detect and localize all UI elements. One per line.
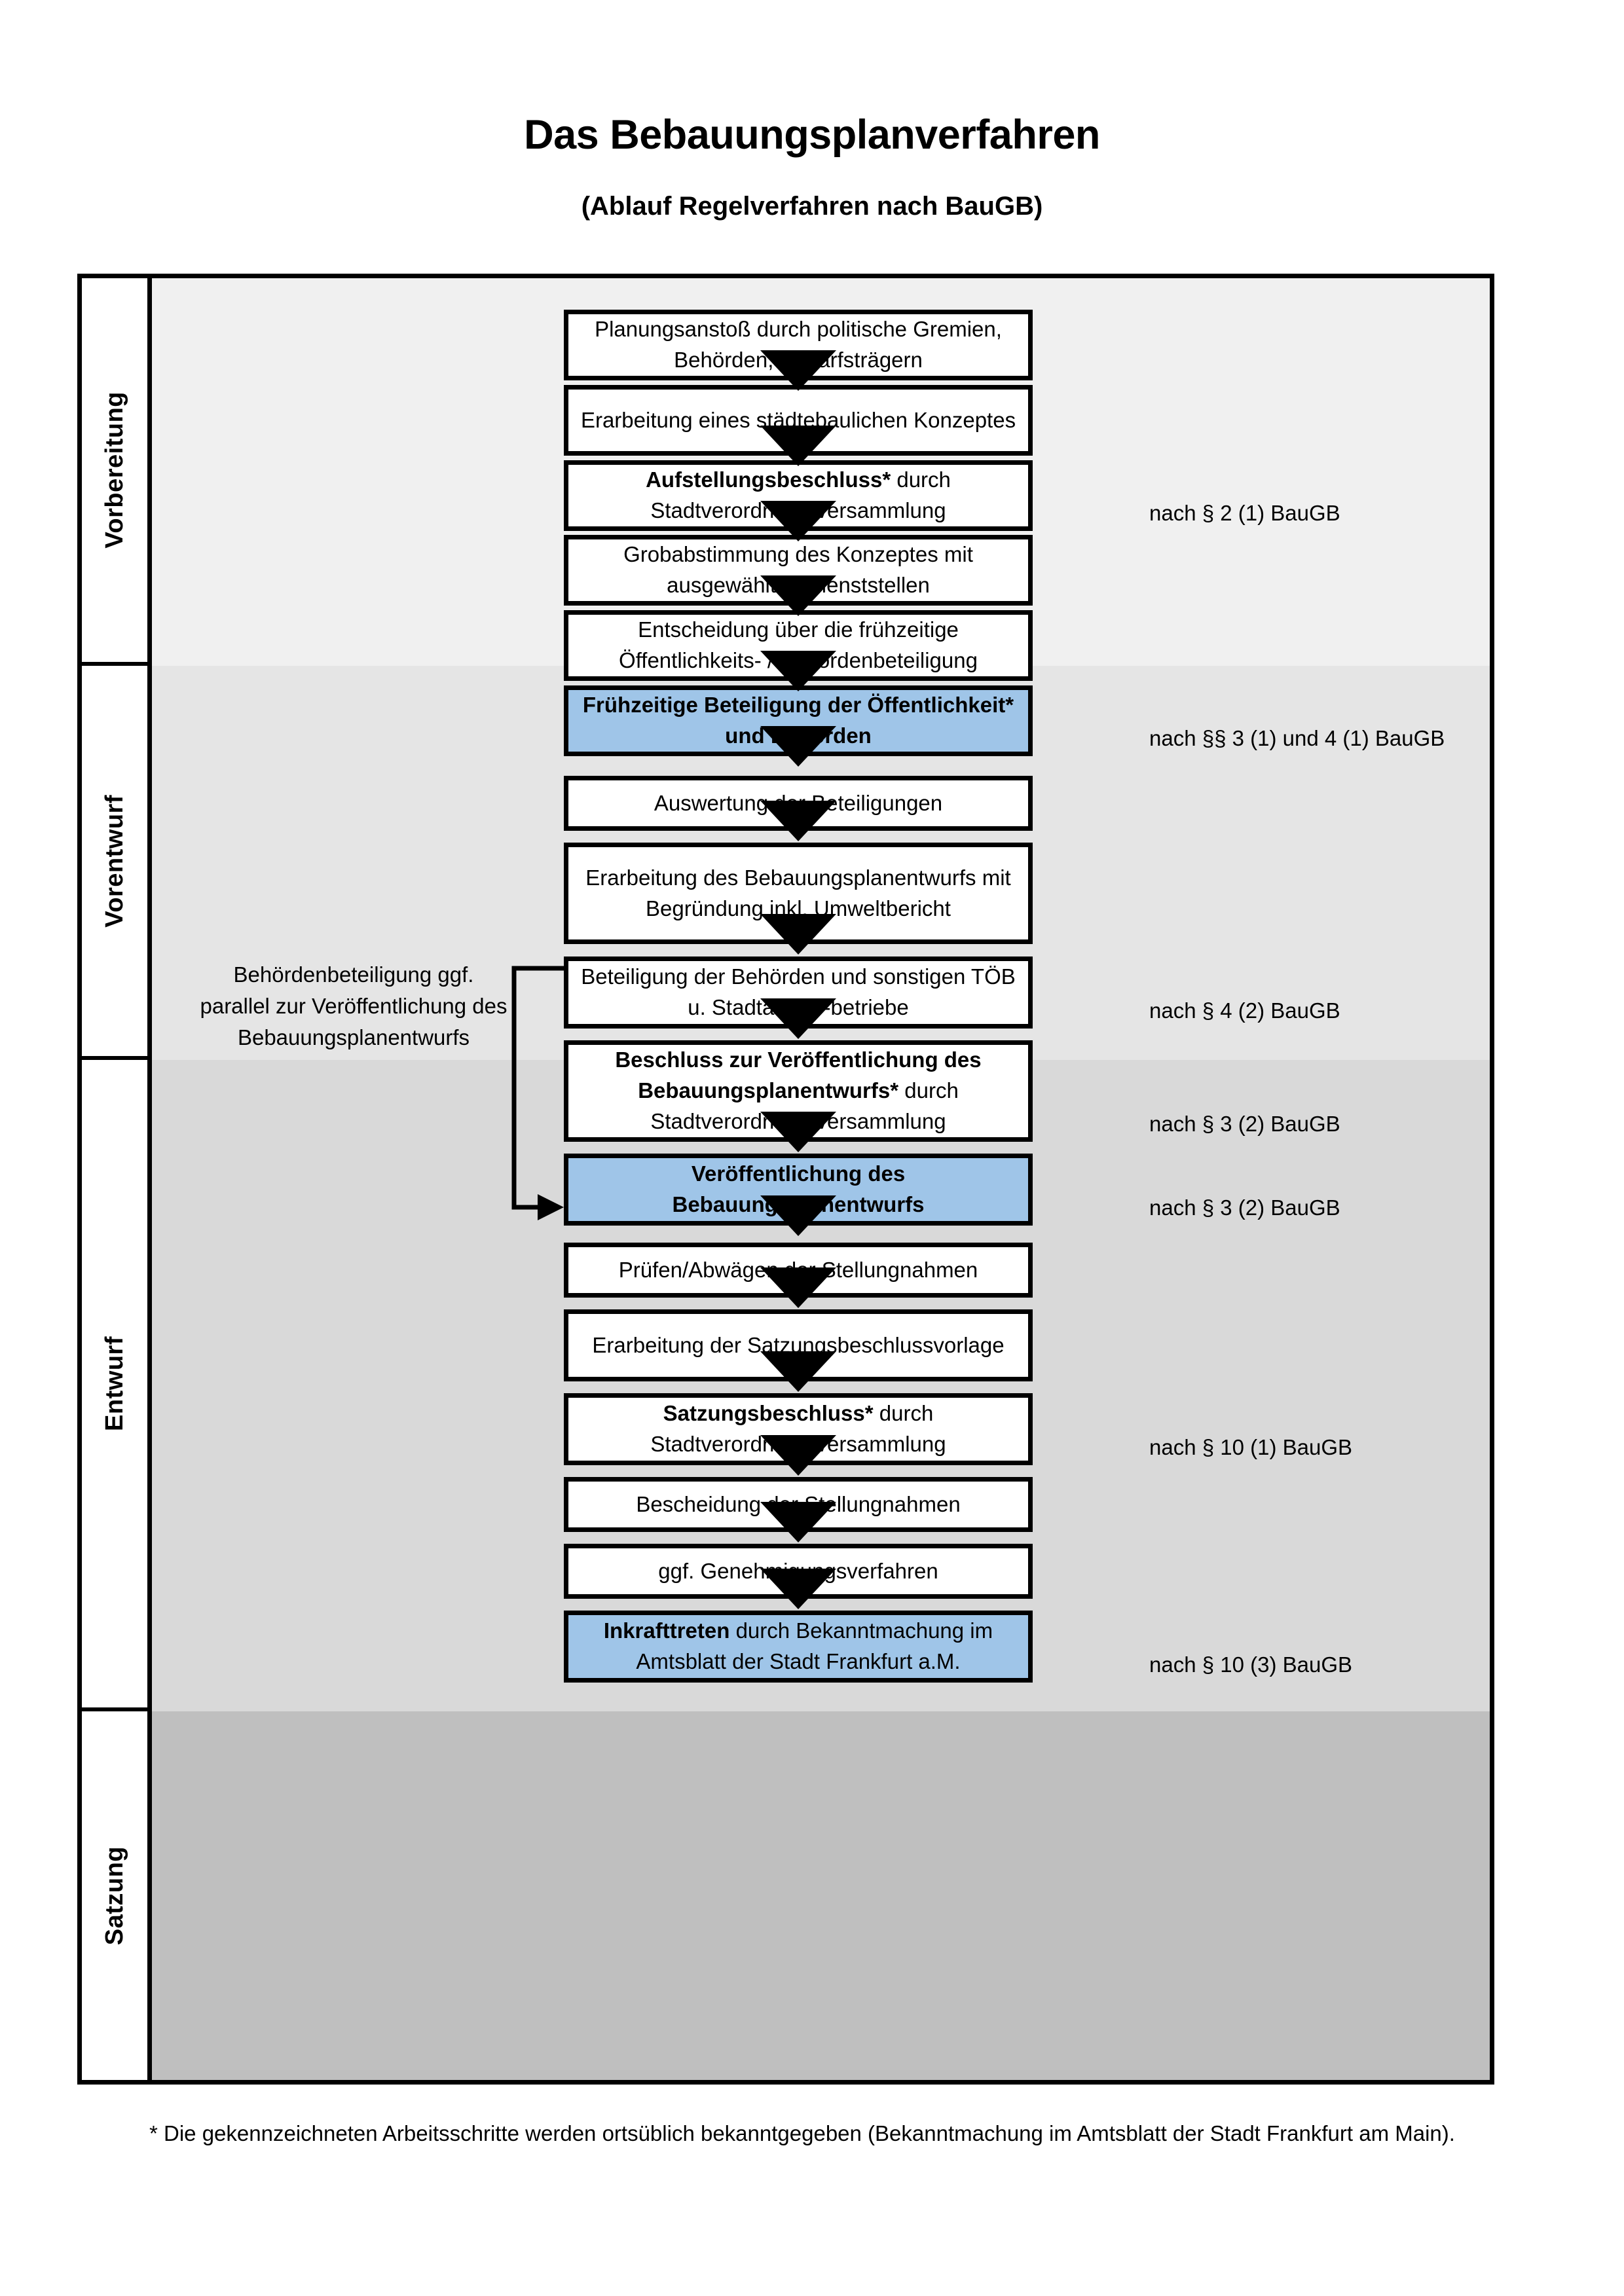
flow-arrow-13-to-14 — [760, 1435, 836, 1476]
footnote: * Die gekennzeichneten Arbeitsschritte w… — [149, 2121, 1455, 2145]
phase-label-vorentwurf: Vorentwurf — [82, 666, 147, 1060]
flow-arrow-8-to-9 — [760, 998, 836, 1039]
flow-node-16: Inkrafttreten durch Bekanntmachung im Am… — [564, 1611, 1033, 1683]
phase-band-satzung — [152, 1711, 1490, 2080]
page-header: Das Bebauungsplanverfahren (Ablauf Regel… — [0, 0, 1624, 221]
legal-note-4: nach § 3 (2) BauGB — [1149, 1195, 1340, 1220]
flow-arrow-7-to-8 — [760, 914, 836, 955]
flow-node-label: Beschluss zur Veröffentlichung des Bebau… — [615, 1048, 982, 1133]
flow-arrow-11-to-12 — [760, 1267, 836, 1308]
flow-arrow-4-to-5 — [760, 651, 836, 691]
phase-label-entwurf: Entwurf — [82, 1060, 147, 1711]
flow-arrow-9-to-10 — [760, 1112, 836, 1152]
page-title: Das Bebauungsplanverfahren — [524, 112, 1100, 158]
legal-note-1: nach §§ 3 (1) und 4 (1) BauGB — [1149, 726, 1445, 750]
legal-note-2: nach § 4 (2) BauGB — [1149, 998, 1340, 1023]
side-note-behoerdenbeteiligung: Behördenbeteiligung ggf. parallel zur Ve… — [200, 962, 507, 1049]
flowchart-content: Planungsanstoß durch politische Gremien,… — [82, 278, 1490, 2080]
flow-arrow-0-to-1 — [760, 350, 836, 391]
legal-note-5: nach § 10 (1) BauGB — [1149, 1435, 1353, 1459]
legal-note-3: nach § 3 (2) BauGB — [1149, 1112, 1340, 1136]
phase-label-vorbereitung: Vorbereitung — [82, 278, 147, 666]
flow-arrow-14-to-15 — [760, 1502, 836, 1542]
flow-arrow-10-to-11 — [760, 1195, 836, 1236]
flow-node-label: Inkrafttreten durch Bekanntmachung im Am… — [603, 1618, 993, 1673]
flow-arrow-15-to-16 — [760, 1569, 836, 1609]
legal-note-6: nach § 10 (3) BauGB — [1149, 1652, 1353, 1677]
flow-arrow-3-to-4 — [760, 575, 836, 616]
flow-arrow-12-to-13 — [760, 1351, 836, 1392]
page-subtitle: (Ablauf Regelverfahren nach BauGB) — [581, 192, 1043, 221]
legal-note-0: nach § 2 (1) BauGB — [1149, 501, 1340, 525]
flow-arrow-6-to-7 — [760, 801, 836, 841]
flow-arrow-2-to-3 — [760, 501, 836, 541]
flow-arrow-5-to-6 — [760, 726, 836, 767]
flow-arrow-1-to-2 — [760, 426, 836, 466]
